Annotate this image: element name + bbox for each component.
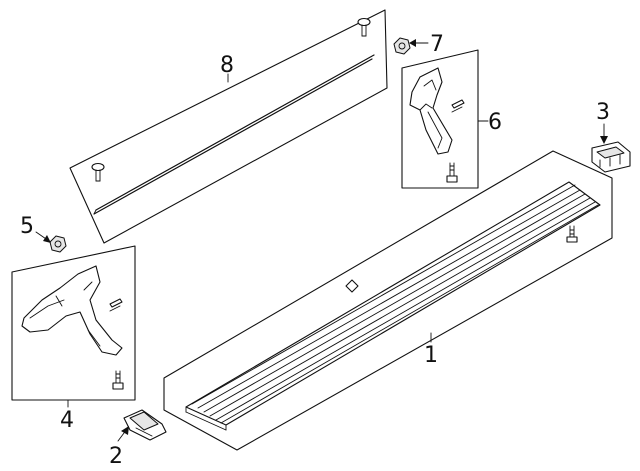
- bracket-icon: [21, 265, 123, 356]
- diamond-marker-icon: [345, 279, 359, 293]
- part-7-nut-icon[interactable]: [393, 37, 411, 55]
- callout-5: 5: [20, 214, 34, 239]
- callout-3: 3: [596, 100, 610, 125]
- clip-icon: [91, 162, 105, 182]
- callout-1: 1: [424, 343, 438, 368]
- part-6-bracket-kit[interactable]: [401, 49, 479, 189]
- callout-7: 7: [430, 32, 444, 57]
- callout-6: 6: [488, 110, 502, 135]
- callout-2: 2: [109, 444, 123, 469]
- part-1-running-board[interactable]: [163, 150, 613, 451]
- part-2-end-cap[interactable]: [123, 409, 167, 441]
- bracket-icon: [409, 67, 453, 155]
- callout-8: 8: [220, 53, 234, 78]
- part-4-bracket-kit[interactable]: [11, 245, 136, 401]
- callout-4: 4: [60, 408, 74, 433]
- stud-icon: [451, 99, 465, 113]
- bolt-icon: [112, 370, 124, 390]
- bolt-icon: [446, 162, 458, 183]
- part-5-nut-icon[interactable]: [49, 235, 67, 253]
- bolt-icon: [566, 225, 578, 243]
- part-3-end-cap[interactable]: [591, 141, 631, 173]
- leader-lines: [35, 39, 608, 442]
- clip-icon: [357, 17, 371, 37]
- part-8-molding-panel[interactable]: [69, 9, 388, 244]
- stud-icon: [109, 298, 123, 312]
